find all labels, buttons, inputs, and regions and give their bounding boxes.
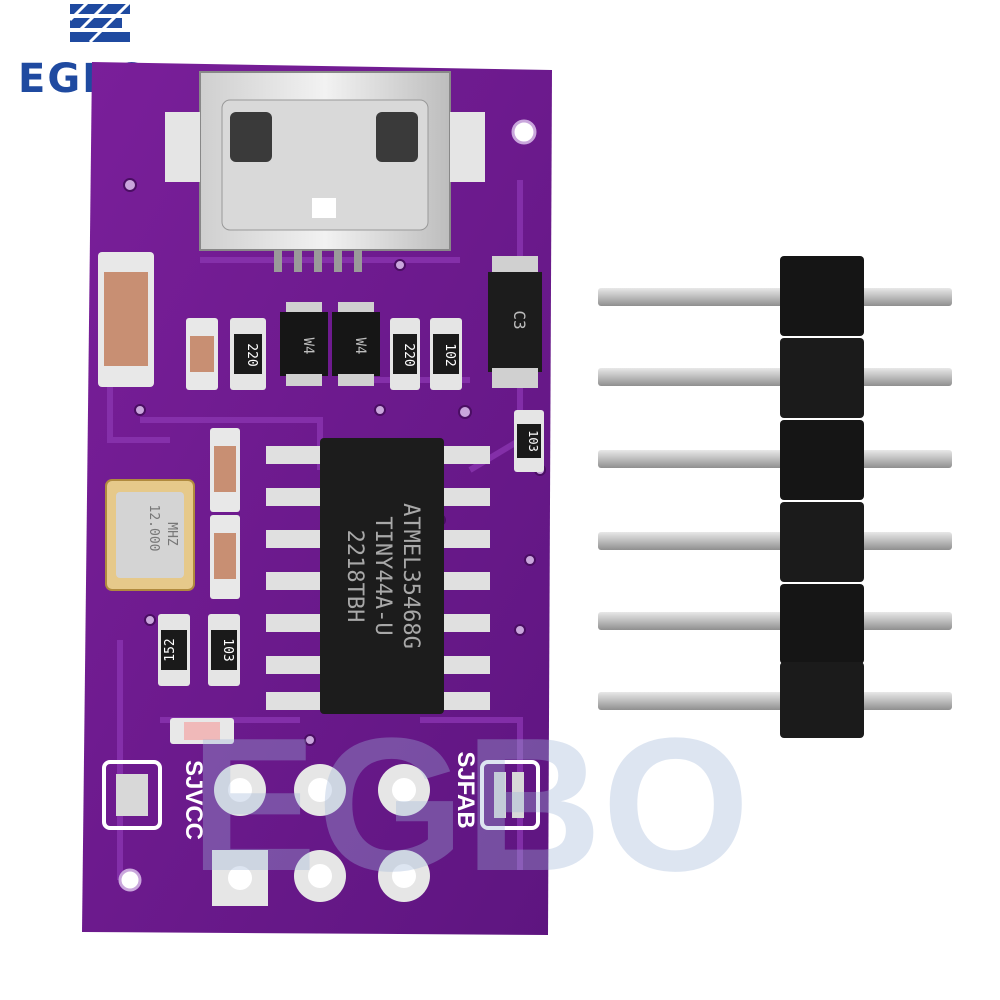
- attiny-chip: [266, 438, 490, 714]
- label-sjvcc: SJVCC: [180, 760, 207, 840]
- header-pin: [598, 450, 952, 468]
- crystal-line-2: MHZ: [164, 522, 179, 546]
- resistors-top: [230, 318, 462, 390]
- isp-pads: [212, 764, 430, 906]
- jumper-sjvcc: [102, 760, 162, 830]
- resistor-code-1: 220: [244, 343, 259, 366]
- crystal-oscillator: [105, 479, 195, 591]
- header-pin: [598, 612, 952, 630]
- label-sjfab: SJFAB: [452, 751, 479, 828]
- logo-stripes-icon: [68, 0, 132, 44]
- resistor-code-2: 220: [401, 343, 416, 366]
- diode-code-2: W4: [352, 338, 368, 355]
- chip-line-3: 2218TBH: [342, 530, 367, 623]
- header-housing: [780, 256, 864, 738]
- rectifier-diode: [488, 256, 542, 388]
- diode-code-1: W4: [300, 338, 316, 355]
- jumper-sjfab: [480, 760, 540, 830]
- capacitors: [98, 252, 240, 599]
- header-pin: [598, 532, 952, 550]
- diodes: [280, 302, 380, 386]
- chip-line-2: TINY44A-U: [370, 516, 395, 635]
- header-pin: [598, 288, 952, 306]
- header-pin: [598, 368, 952, 386]
- crystal-line-1: 12.000: [146, 505, 161, 552]
- rectifier-code: C3: [510, 310, 529, 329]
- pin-header: [598, 256, 952, 738]
- resistor-code-4: 152: [163, 638, 178, 661]
- resistor-code-5: 103: [220, 638, 235, 661]
- micro-usb-connector: [165, 71, 485, 272]
- vias: [123, 178, 546, 746]
- resistors-bottom: [158, 614, 240, 686]
- mount-hole-top: [511, 119, 537, 145]
- header-pin: [598, 692, 952, 710]
- mount-hole-bottom: [118, 868, 142, 892]
- resistor-code-3: 102: [442, 343, 457, 366]
- resistor-code-6: 103: [526, 430, 540, 452]
- chip-line-1: ATMEL35468G: [398, 503, 423, 649]
- watermark: EGBO: [190, 699, 750, 911]
